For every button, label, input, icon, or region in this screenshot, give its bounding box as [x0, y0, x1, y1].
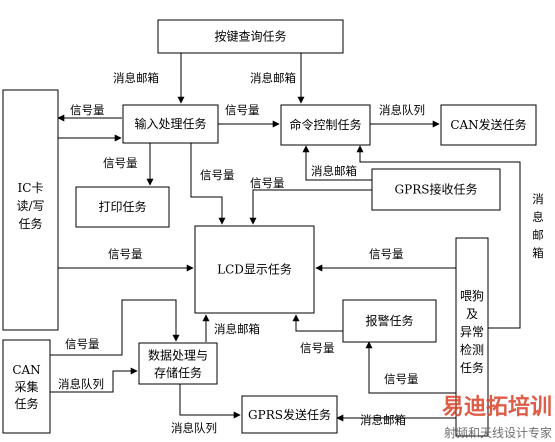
watermark: 易迪拓培训 射频和天线设计专家 — [442, 394, 552, 440]
task-label-line-2: 读/写 — [16, 199, 44, 213]
task-label: GPRS接收任务 — [395, 182, 478, 197]
edge-labels: 消息邮箱 消息邮箱 信号量 消息队列 信号量 信号量 信号量 信号量 消息邮箱 … — [58, 71, 544, 435]
task-label: 输入处理任务 — [134, 116, 206, 131]
task-label-line-2: 及 — [466, 307, 478, 321]
task-label: CAN发送任务 — [450, 117, 526, 132]
edge-gprsrecv-to-cmd — [302, 145, 372, 181]
task-label-line-2: 采集 — [14, 379, 38, 394]
edge-gprsrecv-to-lcd — [249, 189, 372, 225]
task-key-query: 按键查询任务 — [157, 19, 344, 54]
task-gprs-send: GPRS发送任务 — [241, 395, 338, 434]
label-char-2: 息 — [532, 210, 544, 224]
edge-alarm-to-lcd — [292, 314, 343, 332]
task-lcd-display: LCD显示任务 — [194, 225, 315, 314]
task-label-line-1: IC卡 — [18, 181, 44, 195]
edge-input-to-lcd — [190, 143, 226, 225]
task-label: 报警任务 — [365, 313, 413, 328]
label-mailbox-watchdog-gprssend: 消息邮箱 — [360, 413, 406, 427]
label-signal-ic-lcd: 信号量 — [108, 247, 143, 261]
task-label-line-1: 喂狗 — [460, 289, 484, 303]
task-label-line-1: 数据处理与 — [148, 348, 208, 363]
task-can-send: CAN发送任务 — [440, 104, 537, 146]
label-signal-watchdog-alarm: 信号量 — [384, 372, 419, 386]
label-signal-watchdog-lcd: 信号量 — [369, 247, 404, 261]
label-mailbox-gprsrecv-cmd: 消息邮箱 — [311, 164, 357, 178]
label-char-1: 消 — [532, 192, 544, 206]
edge-cancollect-to-dataproc — [50, 299, 180, 356]
task-can-collect: CAN 采集 任务 — [2, 339, 51, 434]
task-label: LCD显示任务 — [217, 262, 292, 277]
watermark-brand: 易迪拓培训 — [442, 394, 552, 420]
label-signal-cancollect-dataproc: 信号量 — [65, 337, 100, 351]
label-signal-input-cmd: 信号量 — [225, 103, 260, 117]
label-mailbox-key-input: 消息邮箱 — [113, 71, 159, 85]
label-char-4: 箱 — [532, 246, 544, 260]
label-mailbox-key-cmd: 消息邮箱 — [250, 71, 296, 85]
task-label-line-1: CAN — [12, 363, 40, 377]
task-label: 打印任务 — [98, 199, 146, 214]
task-label-line-3: 任务 — [14, 396, 38, 411]
task-label: 命令控制任务 — [289, 117, 361, 132]
task-label: 按键查询任务 — [214, 29, 286, 44]
edge-cancollect-queue-to-dataproc — [50, 367, 138, 393]
task-label-line-4: 检测 — [460, 342, 484, 357]
label-signal-input-lcd: 信号量 — [200, 168, 235, 182]
task-label-line-3: 异常 — [460, 325, 484, 339]
edge-watchdog-to-cmd — [356, 145, 521, 329]
connectors — [50, 53, 521, 422]
task-watchdog: 喂狗 及 异常 检测 任务 — [455, 237, 489, 437]
task-label-line-5: 任务 — [460, 360, 484, 375]
label-queue-cmd-can: 消息队列 — [379, 103, 425, 117]
label-signal-input-print: 信号量 — [103, 156, 138, 170]
edge-dataproc-to-gprssend — [179, 384, 241, 419]
task-data-processing: 数据处理与 存储任务 — [138, 342, 218, 385]
task-ic-card-rw: IC卡 读/写 任务 — [2, 89, 59, 331]
label-mailbox-dataproc-lcd: 消息邮箱 — [214, 322, 260, 336]
label-char-3: 邮 — [532, 228, 544, 242]
label-queue-dataproc-gprssend: 消息队列 — [171, 421, 217, 435]
label-queue-cancollect-dataproc: 消息队列 — [58, 377, 104, 391]
label-signal-gprsrecv-lcd: 信号量 — [250, 176, 285, 190]
task-input-processing: 输入处理任务 — [122, 104, 219, 144]
task-alarm: 报警任务 — [342, 299, 437, 343]
task-command-control: 命令控制任务 — [280, 104, 371, 146]
task-label-line-2: 存储任务 — [154, 365, 202, 380]
task-label-line-3: 任务 — [18, 216, 42, 231]
label-signal-input-ic: 信号量 — [70, 103, 105, 117]
task-label: GPRS发送任务 — [248, 407, 331, 422]
label-signal-alarm-lcd: 信号量 — [300, 341, 335, 355]
watermark-slogan: 射频和天线设计专家 — [444, 425, 552, 440]
edge-watchdog-to-alarm — [365, 341, 456, 394]
task-print: 打印任务 — [75, 186, 170, 228]
task-gprs-receive: GPRS接收任务 — [371, 168, 501, 211]
label-mailbox-watchdog-cmd: 消 息 邮 箱 — [532, 192, 544, 260]
